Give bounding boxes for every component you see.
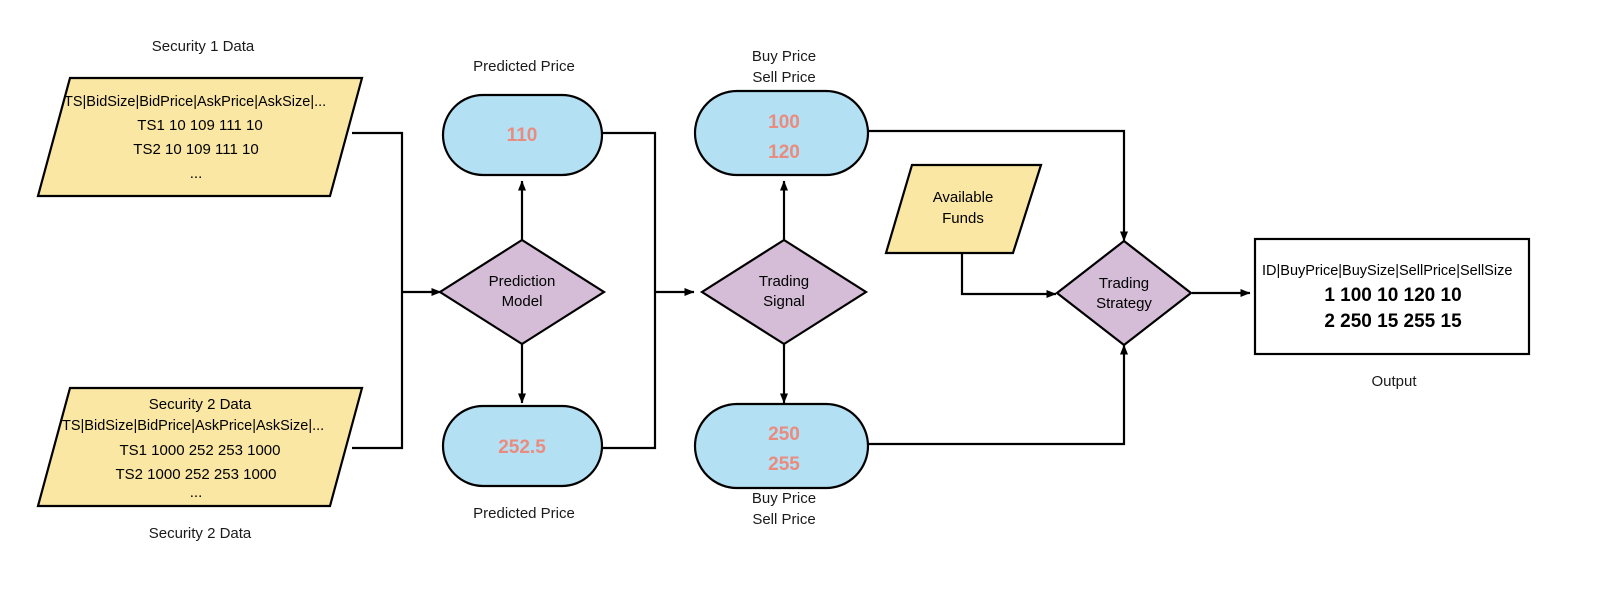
connector-predicted-top-to-signal <box>602 131 657 292</box>
trading-signal-line2: Signal <box>763 293 805 310</box>
prediction-model-line1: Prediction <box>489 273 556 290</box>
node-available-funds[interactable]: Available Funds <box>884 163 1043 255</box>
buy-price-bottom-value: 250 <box>768 424 800 445</box>
trading-strategy-line1: Trading <box>1099 275 1149 292</box>
trading-signal-line1: Trading <box>759 273 809 290</box>
available-funds-line1: Available <box>933 189 994 206</box>
security2-caption-below: Security 2 Data <box>149 525 252 542</box>
sell-price-top-value: 120 <box>768 142 800 163</box>
security2-data-row-0: TS1 1000 252 253 1000 <box>120 442 281 459</box>
buy-sell-bottom-caption-line2: Sell Price <box>752 511 815 528</box>
connector-security2-to-prediction <box>352 292 404 450</box>
security2-data-ellipsis: ... <box>190 484 203 501</box>
node-output[interactable]: ID|BuyPrice|BuySize|SellPrice|SellSize 1… <box>1253 237 1531 356</box>
node-security2-data[interactable]: Security 2 Data TS|BidSize|BidPrice|AskP… <box>36 386 364 508</box>
predicted-price-bottom-value: 252.5 <box>498 437 546 458</box>
node-buy-sell-price-bottom[interactable]: 250 255 <box>693 402 870 490</box>
trading-strategy-line2: Strategy <box>1096 295 1152 312</box>
node-predicted-price-top[interactable]: 110 <box>441 93 604 177</box>
available-funds-line2: Funds <box>942 210 984 227</box>
sell-price-bottom-value: 255 <box>768 454 800 475</box>
node-security1-data[interactable]: TS|BidSize|BidPrice|AskPrice|AskSize|...… <box>36 76 364 198</box>
node-prediction-model[interactable]: Prediction Model <box>437 238 607 346</box>
security1-caption: Security 1 Data <box>152 38 255 55</box>
buy-sell-top-caption-line2: Sell Price <box>752 69 815 86</box>
node-trading-strategy[interactable]: Trading Strategy <box>1055 239 1193 347</box>
predicted-price-top-value: 110 <box>507 125 538 146</box>
security1-data-header: TS|BidSize|BidPrice|AskPrice|AskSize|... <box>64 94 326 110</box>
connector-buysell-top-to-strategy <box>868 129 1128 242</box>
connector-security1-to-prediction <box>352 131 404 292</box>
buy-price-top-value: 100 <box>768 112 800 133</box>
node-trading-signal[interactable]: Trading Signal <box>699 238 869 346</box>
security1-data-row-1: TS2 10 109 111 10 <box>133 141 258 158</box>
output-row-0: 1 100 10 120 10 <box>1324 285 1461 306</box>
output-row-1: 2 250 15 255 15 <box>1324 311 1462 332</box>
security1-data-row-0: TS1 10 109 111 10 <box>137 117 262 134</box>
connector-buysell-bottom-to-strategy <box>868 344 1128 446</box>
security2-data-row-1: TS2 1000 252 253 1000 <box>116 466 277 483</box>
security2-data-header: TS|BidSize|BidPrice|AskPrice|AskSize|... <box>62 418 324 434</box>
security2-data-title: Security 2 Data <box>149 396 252 413</box>
node-buy-sell-price-top[interactable]: 100 120 <box>693 89 870 177</box>
prediction-model-line2: Model <box>502 293 543 310</box>
predicted-price-bottom-caption: Predicted Price <box>473 505 575 522</box>
security1-data-ellipsis: ... <box>190 165 203 182</box>
node-predicted-price-bottom[interactable]: 252.5 <box>441 404 604 488</box>
buy-sell-top-caption-line1: Buy Price <box>752 48 816 65</box>
predicted-price-top-caption: Predicted Price <box>473 58 575 75</box>
buy-sell-bottom-caption-line1: Buy Price <box>752 490 816 507</box>
output-header: ID|BuyPrice|BuySize|SellPrice|SellSize <box>1262 263 1512 279</box>
connector-funds-to-strategy <box>960 253 1057 298</box>
output-caption: Output <box>1371 373 1417 390</box>
connector-predicted-bottom-to-signal <box>602 292 657 450</box>
